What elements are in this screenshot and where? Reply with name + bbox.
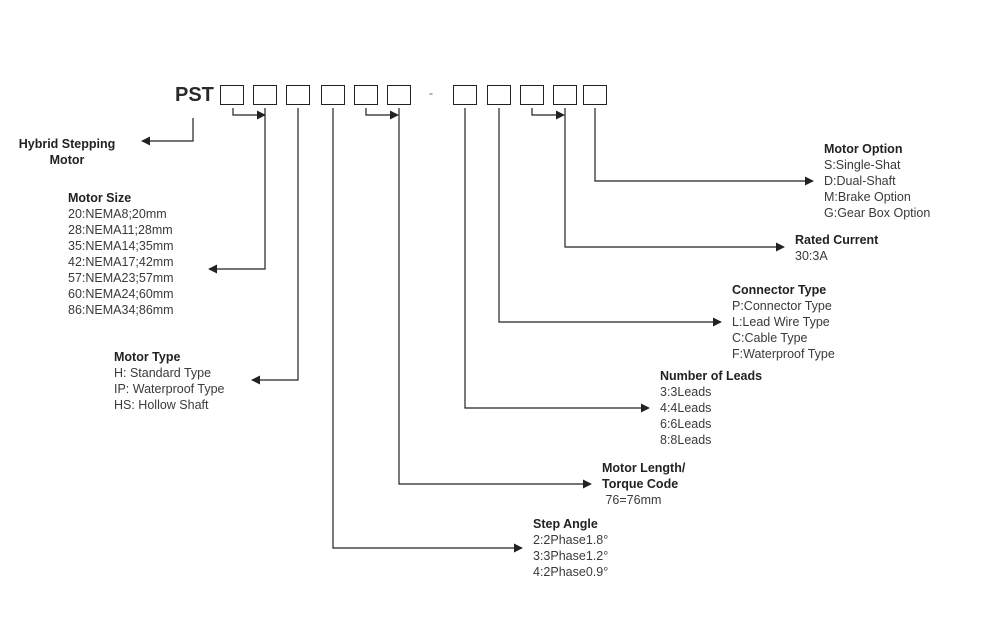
step-angle-title: Step Angle [533,517,598,531]
hybrid-title-line-2: Motor [49,153,85,167]
line-hybrid [141,118,194,146]
line-rated-current [564,108,785,252]
motor-option-option: M:Brake Option [824,190,911,204]
label-rated-current: Rated Current 30:3A [795,232,878,264]
label-step-angle: Step Angle 2:2Phase1.8° 3:3Phase1.2° 4:2… [533,516,608,580]
line-motor-type [251,108,299,385]
number-of-leads-option: 6:6Leads [660,417,712,431]
code-box-4 [321,85,345,105]
motor-option-option: S:Single-Shat [824,158,901,172]
hybrid-title-line-1: Hybrid Stepping [18,137,116,151]
label-motor-length: Motor Length/ Torque Code 76=76mm [602,460,685,508]
number-of-leads-title: Number of Leads [660,369,763,383]
label-hybrid-stepping-motor: Hybrid Stepping Motor [12,136,122,168]
line-motor-option [594,108,814,186]
line-connector-type [498,108,722,327]
line-step-angle [332,108,523,553]
connector-type-option: P:Connector Type [732,299,832,313]
motor-type-title: Motor Type [114,350,181,364]
motor-size-option: 20:NEMA8;20mm [68,207,167,221]
motor-option-title: Motor Option [824,142,903,156]
code-box-7 [453,85,477,105]
connector-type-option: L:Lead Wire Type [732,315,830,329]
motor-length-title-line-2: Torque Code [602,477,679,491]
label-motor-size: Motor Size 20:NEMA8;20mm 28:NEMA11;28mm … [68,190,174,318]
merge-rated-current [531,108,565,120]
motor-size-option: 57:NEMA23;57mm [68,271,174,285]
motor-option-option: G:Gear Box Option [824,206,931,220]
connector-type-option: F:Waterproof Type [732,347,835,361]
connector-type-option: C:Cable Type [732,331,808,345]
label-connector-type: Connector Type P:Connector Type L:Lead W… [732,282,835,362]
code-box-1 [220,85,244,105]
step-angle-option: 2:2Phase1.8° [533,533,609,547]
code-box-6 [387,85,411,105]
line-number-of-leads [464,108,650,413]
label-motor-option: Motor Option S:Single-Shat D:Dual-Shaft … [824,141,930,221]
label-number-of-leads: Number of Leads 3:3Leads 4:4Leads 6:6Lea… [660,368,762,448]
motor-option-option: D:Dual-Shaft [824,174,896,188]
code-box-10 [553,85,577,105]
motor-size-option: 42:NEMA17;42mm [68,255,174,269]
number-of-leads-option: 4:4Leads [660,401,712,415]
motor-type-option: HS: Hollow Shaft [114,398,209,412]
motor-size-option: 60:NEMA24;60mm [68,287,174,301]
code-box-9 [520,85,544,105]
code-box-11 [583,85,607,105]
rated-current-option: 30:3A [795,249,828,263]
code-prefix: PST [175,84,214,106]
connector-type-title: Connector Type [732,283,827,297]
code-box-8 [487,85,511,105]
motor-length-title-line-1: Motor Length/ [602,461,686,475]
step-angle-option: 4:2Phase0.9° [533,565,609,579]
label-motor-type: Motor Type H: Standard Type IP: Waterpro… [114,349,224,413]
code-box-3 [286,85,310,105]
code-separator: - [429,86,433,100]
motor-length-option: 76=76mm [602,493,662,507]
code-box-5 [354,85,378,105]
number-of-leads-option: 8:8Leads [660,433,712,447]
motor-type-option: H: Standard Type [114,366,212,380]
merge-motor-size [232,108,266,120]
line-motor-length [398,108,592,489]
motor-size-option: 35:NEMA14;35mm [68,239,174,253]
line-motor-size [208,108,266,274]
step-angle-option: 3:3Phase1.2° [533,549,609,563]
motor-size-option: 28:NEMA11;28mm [68,223,173,237]
number-of-leads-option: 3:3Leads [660,385,712,399]
motor-type-option: IP: Waterproof Type [114,382,225,396]
motor-size-title: Motor Size [68,191,132,205]
rated-current-title: Rated Current [795,233,879,247]
code-box-2 [253,85,277,105]
motor-size-option: 86:NEMA34;86mm [68,303,174,317]
merge-motor-length [365,108,399,120]
